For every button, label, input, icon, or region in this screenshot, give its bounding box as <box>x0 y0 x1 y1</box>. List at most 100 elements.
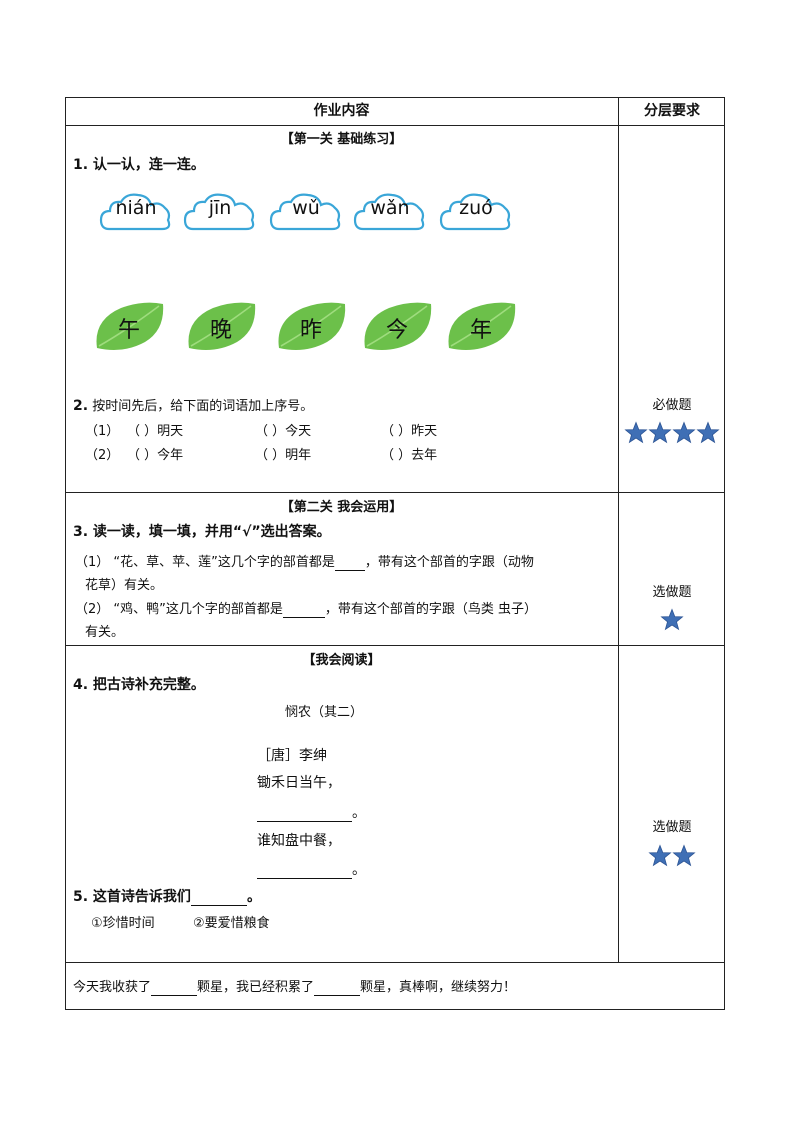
poem-line-2-period: 。 <box>352 805 366 821</box>
border-top <box>65 97 725 98</box>
stars-optional-2 <box>619 844 725 868</box>
reward-line: 今天我收获了 颗星，我已经积累了 颗星，真棒啊，继续努力！ <box>73 976 516 996</box>
q5-blank[interactable] <box>190 889 247 906</box>
border-right <box>724 97 725 1010</box>
pinyin-label: wǎn <box>370 197 410 219</box>
character-leaf[interactable]: 晚 <box>185 300 257 354</box>
reward-text-1: 今天我收获了 <box>73 980 152 995</box>
reward-blank-total[interactable] <box>314 980 361 996</box>
header-level: 分层要求 <box>644 103 700 119</box>
star-icon <box>648 844 672 867</box>
level-optional-1: 选做题 <box>652 585 692 600</box>
homework-sheet: 作业内容 分层要求 【第一关 基础练习】 1. 认一认，连一连。 2. 按时间先… <box>65 97 725 1010</box>
character-label: 晚 <box>209 318 232 343</box>
leaf-icon <box>364 302 432 350</box>
character-leaf[interactable]: 今 <box>361 300 433 354</box>
character-leaf[interactable]: 昨 <box>275 300 347 354</box>
q3-line2-end: ，带有这个部首的字跟（鸟类 虫子） <box>324 602 538 617</box>
column-divider <box>618 97 619 962</box>
poem-line-3: 谁知盘中餐， <box>257 833 341 849</box>
reward-text-2: 颗星，我已经积累了 <box>197 980 315 995</box>
ordering-item[interactable]: （ ）昨天 <box>381 424 438 439</box>
question-5-text: 5. 这首诗告诉我们 <box>73 889 191 905</box>
header-content: 作业内容 <box>313 103 370 119</box>
q3-blank-2[interactable] <box>282 602 325 618</box>
ordering-item[interactable]: （ ）今天 <box>255 424 312 439</box>
section1-divider <box>65 492 725 493</box>
leaf-icon <box>188 302 256 350</box>
leaf-icon <box>448 302 516 350</box>
star-icon <box>672 421 696 444</box>
section2-divider <box>65 645 725 646</box>
poem-blank-1[interactable] <box>257 805 352 822</box>
q3-line1: （1） “花、草、苹、莲”这几个字的部首都是 ，带有这个部首的字跟（动物 <box>75 551 534 571</box>
poem-line-2: 。 <box>257 802 366 822</box>
q3-line2-cont: 有关。 <box>85 625 125 640</box>
cloud-icon <box>353 193 425 231</box>
question-2: 2. 按时间先后，给下面的词语加上序号。 <box>73 395 313 414</box>
ordering-item[interactable]: （ ）明天 <box>127 424 184 439</box>
star-icon <box>648 421 672 444</box>
section3-title: 【我会阅读】 <box>302 653 381 668</box>
star-icon <box>624 421 648 444</box>
question-2-number: 2. <box>73 398 89 414</box>
ordering-item[interactable]: （ ）去年 <box>381 448 438 463</box>
q5-option-2[interactable]: ②要爱惜粮食 <box>193 916 270 931</box>
ordering-item[interactable]: （ ）今年 <box>127 448 184 463</box>
border-left <box>65 97 66 1010</box>
q3-line1-end: ，带有这个部首的字跟（动物 <box>364 555 534 570</box>
stars-optional-1 <box>619 608 725 632</box>
ordering-row-prefix: （1） <box>85 424 120 439</box>
question-1: 1. 认一认，连一连。 <box>73 157 205 173</box>
poem-blank-2[interactable] <box>257 862 352 879</box>
q3-line2: （2） “鸡、鸭”这几个字的部首都是 ，带有这个部首的字跟（鸟类 虫子） <box>75 598 537 618</box>
poem-author: ［唐］李绅 <box>257 748 327 764</box>
q3-line1-start: （1） “花、草、苹、莲”这几个字的部首都是 <box>75 555 335 570</box>
pinyin-cloud[interactable]: nián <box>99 189 173 235</box>
q5-option-1[interactable]: ①珍惜时间 <box>91 916 155 931</box>
pinyin-cloud[interactable]: wǎn <box>353 189 427 235</box>
q3-line1-cont: 花草）有关。 <box>85 578 164 593</box>
pinyin-label: zuó <box>459 197 493 219</box>
pinyin-label: jīn <box>208 197 232 219</box>
question-3: 3. 读一读，填一填，并用“√”选出答案。 <box>73 524 331 540</box>
section1-title: 【第一关 基础练习】 <box>280 132 403 147</box>
question-5-end: 。 <box>246 889 261 905</box>
pinyin-cloud[interactable]: jīn <box>183 189 257 235</box>
cloud-icon <box>269 193 341 231</box>
question-4: 4. 把古诗补充完整。 <box>73 677 205 693</box>
leaf-icon <box>96 302 164 350</box>
leaf-icon <box>278 302 346 350</box>
level-optional-2: 选做题 <box>652 820 692 835</box>
character-label: 今 <box>385 318 408 343</box>
section3-divider <box>65 962 725 963</box>
q3-blank-1[interactable] <box>334 555 365 571</box>
poem-line-1: 锄禾日当午， <box>257 775 341 791</box>
poem-line-4: 。 <box>257 859 366 879</box>
border-bottom <box>65 1009 725 1010</box>
ordering-row-prefix: （2） <box>85 448 120 463</box>
ordering-item[interactable]: （ ）明年 <box>255 448 312 463</box>
cloud-icon <box>439 193 511 231</box>
character-leaf[interactable]: 午 <box>93 300 165 354</box>
reward-blank-today[interactable] <box>151 980 198 996</box>
pinyin-label: nián <box>115 197 157 219</box>
character-leaf[interactable]: 年 <box>445 300 517 354</box>
section2-title: 【第二关 我会运用】 <box>280 500 403 515</box>
poem-title: 悯农（其二） <box>285 705 364 720</box>
star-icon <box>672 844 696 867</box>
stars-required <box>619 421 725 445</box>
pinyin-cloud[interactable]: wǔ <box>269 189 343 235</box>
q3-line2-start: （2） “鸡、鸭”这几个字的部首都是 <box>75 602 283 617</box>
character-label: 昨 <box>299 318 322 343</box>
star-icon <box>696 421 720 444</box>
level-required: 必做题 <box>652 398 692 413</box>
cloud-icon <box>183 193 255 231</box>
reward-text-3: 颗星，真棒啊，继续努力！ <box>360 980 517 995</box>
question-5: 5. 这首诗告诉我们 。 <box>73 886 261 906</box>
star-icon <box>660 608 684 631</box>
header-divider <box>65 125 725 126</box>
poem-line-4-period: 。 <box>352 862 366 878</box>
pinyin-label: wǔ <box>292 197 320 219</box>
pinyin-cloud[interactable]: zuó <box>439 189 513 235</box>
